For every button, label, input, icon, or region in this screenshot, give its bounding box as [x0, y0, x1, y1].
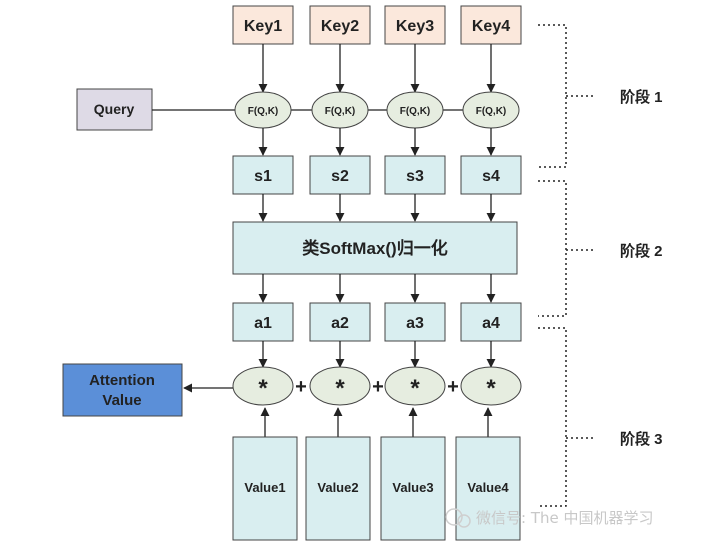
weight-label-3: a3: [406, 315, 424, 332]
f-label-2: F(Q,K): [325, 106, 356, 117]
key-box-3: [384, 5, 446, 45]
multiply-ellipse-4: [460, 366, 522, 406]
key-label-1: Key1: [244, 18, 282, 35]
multiply-ellipse-3: [384, 366, 446, 406]
plus-sign-2: +: [372, 376, 384, 398]
multiply-symbol-4: *: [486, 375, 496, 402]
score-label-4: s4: [482, 168, 500, 185]
weight-box-3: [384, 302, 446, 342]
weight-label-1: a1: [254, 315, 272, 332]
value-box-3: [380, 436, 446, 541]
stage3-label: 阶段 3: [620, 430, 663, 448]
key-box-2: [309, 5, 371, 45]
value-box-4: [455, 436, 521, 541]
attention-value-box: [62, 363, 183, 417]
softmax-label: 类SoftMax()归一化: [302, 238, 447, 258]
value-label-1: Value1: [244, 480, 285, 495]
key-box-4: [460, 5, 522, 45]
query-box: [76, 88, 153, 131]
softmax-box: [232, 221, 518, 275]
score-label-2: s2: [331, 168, 349, 185]
score-label-3: s3: [406, 168, 424, 185]
f-label-4: F(Q,K): [476, 106, 507, 117]
stage1-label: 阶段 1: [620, 88, 663, 106]
score-box-3: [384, 155, 446, 195]
plus-sign-3: +: [447, 376, 459, 398]
value-label-2: Value2: [317, 480, 358, 495]
wechat-watermark-icon: [445, 508, 471, 528]
score-label-1: s1: [254, 168, 272, 185]
score-box-2: [309, 155, 371, 195]
f-label-1: F(Q,K): [248, 106, 279, 117]
weight-box-1: [232, 302, 294, 342]
value-box-2: [305, 436, 371, 541]
stage2-label: 阶段 2: [620, 242, 663, 260]
f-label-3: F(Q,K): [400, 106, 431, 117]
multiply-symbol-1: *: [258, 375, 268, 402]
value-label-4: Value4: [467, 480, 509, 495]
key-label-2: Key2: [321, 18, 359, 35]
weight-label-4: a4: [482, 315, 500, 332]
key-box-1: [232, 5, 294, 45]
value-box-1: [232, 436, 298, 541]
query-label: Query: [94, 101, 135, 117]
multiply-symbol-2: *: [335, 375, 345, 402]
stage3-bracket: [538, 327, 567, 507]
weight-box-4: [460, 302, 522, 342]
key-label-3: Key3: [396, 18, 434, 35]
attention-value-line1: Attention: [89, 372, 155, 389]
plus-sign-1: +: [295, 376, 307, 398]
value-label-3: Value3: [392, 480, 433, 495]
multiply-symbol-3: *: [410, 375, 420, 402]
stage2-bracket: [538, 180, 567, 317]
stage1-bracket: [538, 24, 567, 168]
attention-value-line2: Value: [102, 392, 141, 409]
weight-label-2: a2: [331, 315, 349, 332]
multiply-ellipse-1: [232, 366, 294, 406]
weight-box-2: [309, 302, 371, 342]
multiply-ellipse-2: [309, 366, 371, 406]
watermark-text: 微信号: The 中国机器学习: [476, 509, 654, 527]
key-label-4: Key4: [472, 18, 510, 35]
